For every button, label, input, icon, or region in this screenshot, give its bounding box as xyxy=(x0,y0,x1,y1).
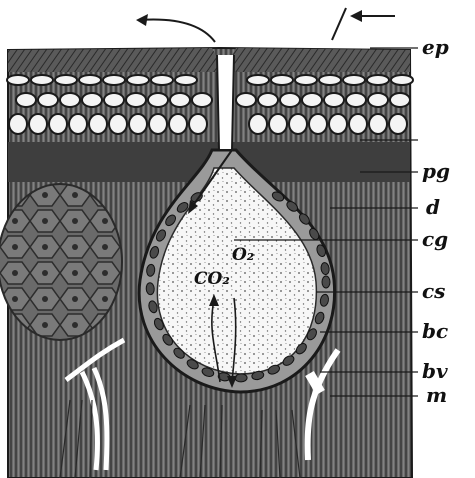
label-o2: O₂ xyxy=(232,245,254,265)
epidermal-cell xyxy=(324,93,344,107)
epidermal-cell xyxy=(55,75,77,85)
label-m: m xyxy=(426,383,447,407)
exit-arrow-head xyxy=(136,14,148,26)
epidermal-cell xyxy=(16,93,36,107)
gland-cell xyxy=(146,282,155,295)
epidermal-cell xyxy=(79,75,101,85)
epidermal-cell xyxy=(192,93,212,107)
epidermal-cell xyxy=(391,75,413,85)
epidermal-cell xyxy=(389,114,407,134)
epidermal-cell xyxy=(175,75,197,85)
epidermal-cell xyxy=(258,93,278,107)
label-bc: bc xyxy=(422,319,448,343)
label-bv: bv xyxy=(422,359,448,383)
epidermal-cell xyxy=(7,75,29,85)
epidermal-cell xyxy=(369,114,387,134)
label-ep: ep xyxy=(422,35,449,59)
epidermal-cell xyxy=(151,75,173,85)
entry-arrow-line xyxy=(332,8,346,40)
epidermis-surface xyxy=(8,48,410,72)
epidermal-cell xyxy=(346,93,366,107)
epidermal-cell xyxy=(129,114,147,134)
epidermal-cell xyxy=(329,114,347,134)
epidermal-cell xyxy=(271,75,293,85)
epidermal-cell xyxy=(302,93,322,107)
epidermal-cell xyxy=(126,93,146,107)
epidermal-cell xyxy=(368,93,388,107)
epidermal-cell xyxy=(109,114,127,134)
epidermal-cell xyxy=(60,93,80,107)
epidermal-cell xyxy=(269,114,287,134)
label-cs: cs xyxy=(422,279,445,303)
epidermal-cell xyxy=(295,75,317,85)
label-cg: cg xyxy=(422,227,448,251)
entry-arrow-top-head xyxy=(350,10,362,22)
epidermal-cell xyxy=(38,93,58,107)
epidermal-cell xyxy=(103,75,125,85)
epidermal-cell xyxy=(69,114,87,134)
gland-duct xyxy=(217,55,234,150)
epidermal-cell xyxy=(319,75,341,85)
epidermal-cell xyxy=(104,93,124,107)
label-d: d xyxy=(426,195,440,219)
epidermal-cell xyxy=(390,93,410,107)
epidermal-cell xyxy=(127,75,149,85)
epidermal-cell xyxy=(9,114,27,134)
epidermal-cell xyxy=(149,114,167,134)
epidermal-cell xyxy=(49,114,67,134)
epidermal-cell xyxy=(280,93,300,107)
epidermal-cell xyxy=(247,75,269,85)
epidermal-cell xyxy=(31,75,53,85)
gland-cell xyxy=(322,276,330,288)
epidermal-cell xyxy=(343,75,365,85)
epidermal-cell xyxy=(170,93,190,107)
gland-cell xyxy=(235,374,247,382)
epidermal-cell xyxy=(82,93,102,107)
label-co2: CO₂ xyxy=(194,269,230,289)
epidermal-cell xyxy=(236,93,256,107)
epidermal-cell xyxy=(169,114,187,134)
epidermal-cell xyxy=(367,75,389,85)
epidermal-cell xyxy=(29,114,47,134)
epidermal-cell xyxy=(189,114,207,134)
epidermal-cell xyxy=(349,114,367,134)
epidermal-cell xyxy=(148,93,168,107)
left-gland xyxy=(0,184,122,340)
epidermal-cell xyxy=(249,114,267,134)
exit-arrow xyxy=(140,20,215,42)
epidermal-cell xyxy=(89,114,107,134)
epidermal-cell xyxy=(289,114,307,134)
label-pg: pg xyxy=(422,159,450,183)
epidermal-cell xyxy=(309,114,327,134)
